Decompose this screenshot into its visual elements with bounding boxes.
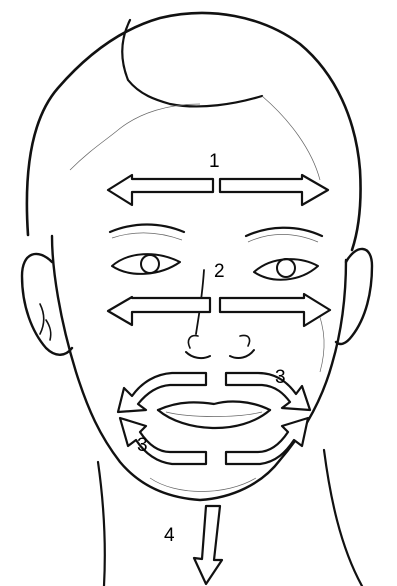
double-headed-arrow-icon — [108, 175, 328, 205]
double-headed-arrow-icon — [108, 294, 330, 326]
step-3-right-label: 3 — [275, 368, 286, 387]
step-2-label: 2 — [214, 262, 225, 281]
step-3-left-label: 3 — [137, 436, 148, 455]
step-4-label: 4 — [164, 526, 175, 545]
down-arrow-icon — [194, 506, 222, 584]
step-1-label: 1 — [209, 152, 220, 171]
